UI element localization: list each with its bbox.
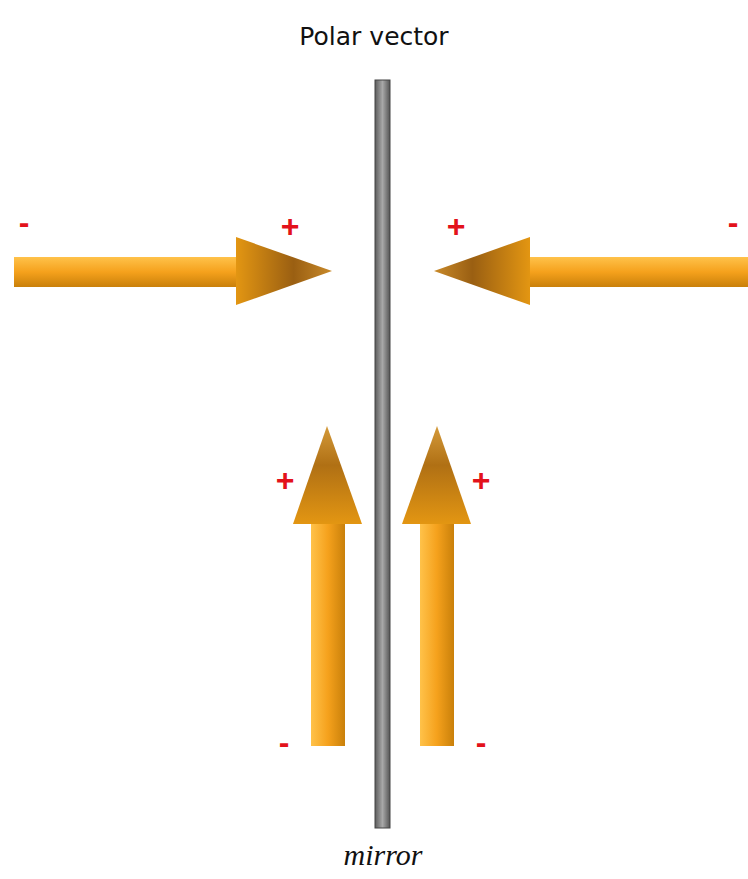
charge-sign: - [279,726,290,758]
charge-sign: + [281,210,300,242]
diagram-title: Polar vector [299,22,448,51]
polar-arrow [434,237,748,305]
polar-arrow [402,426,471,746]
charge-sign: - [19,206,30,238]
charge-sign: + [276,464,295,496]
polar-arrow [293,426,362,746]
charge-sign: - [476,726,487,758]
mirror-plate [375,80,390,828]
charge-sign: + [472,464,491,496]
mirror-label: mirror [344,838,423,872]
polar-arrow [14,237,332,305]
charge-sign: - [728,206,739,238]
charge-sign: + [447,210,466,242]
